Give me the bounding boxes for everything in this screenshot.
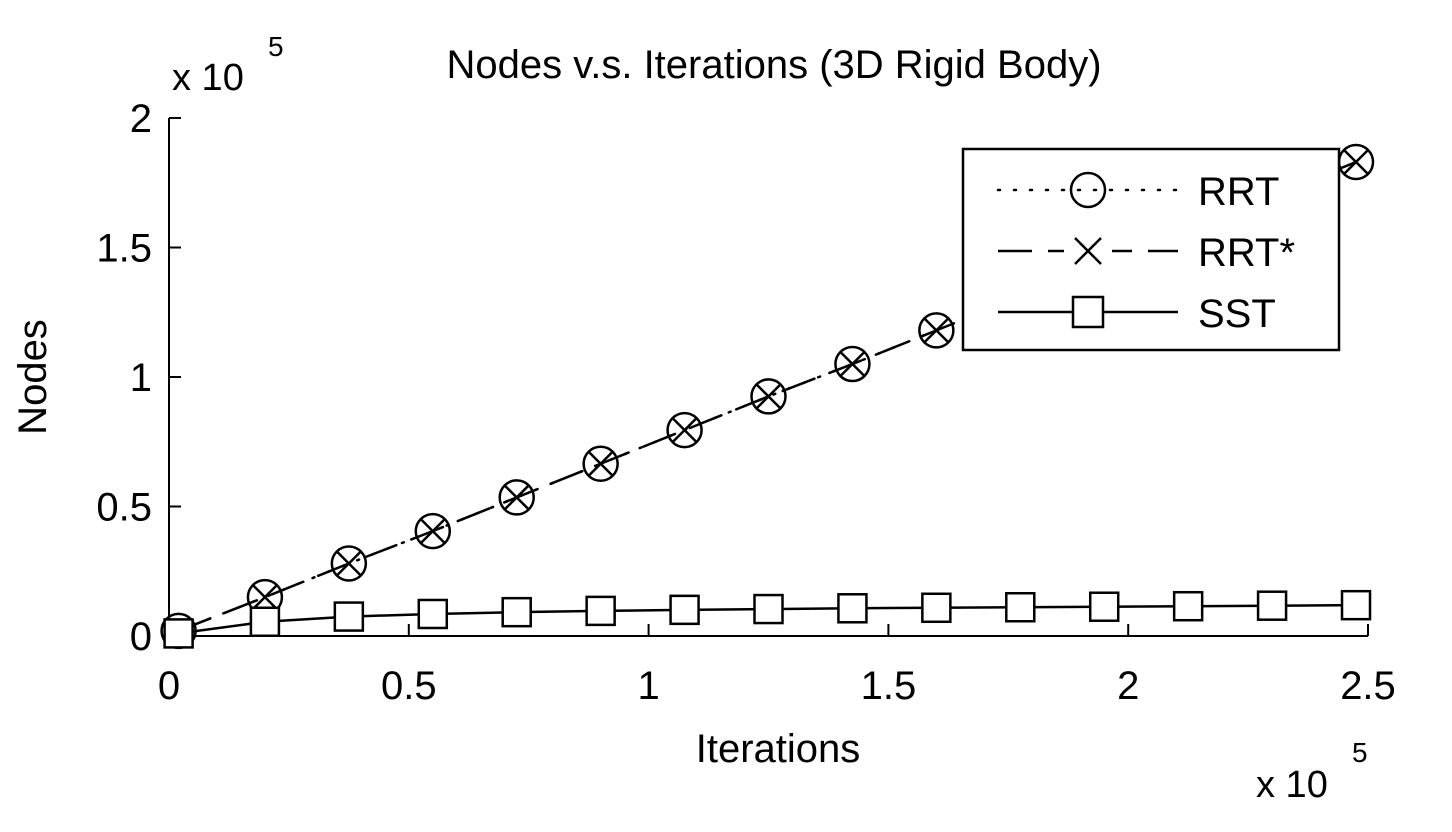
data-point [750,378,787,415]
data-point [666,411,703,449]
data-point [585,595,616,627]
series-3 [163,589,1372,649]
data-point [837,593,868,624]
x-tick-label: 0.5 [381,664,437,708]
data-point [1005,592,1036,623]
y-tick-label: 0 [130,615,152,659]
data-point [839,351,866,377]
data-point [755,383,782,410]
data-point [501,596,532,628]
y-ticks: 0 0.5 1 1.5 2 [96,97,181,659]
data-point [498,479,535,516]
data-point [918,312,955,349]
legend-square-marker [1071,295,1105,329]
y-tick-label: 0.5 [96,486,152,530]
data-point [419,518,446,544]
data-point [582,445,619,483]
data-point [252,584,278,611]
data-point [923,317,950,344]
data-point [834,345,871,383]
x-tick-label: 2 [1117,664,1139,708]
chart-title: Nodes v.s. Iterations (3D Rigid Body) [446,43,1101,87]
data-point [753,593,784,625]
data-point [587,450,614,477]
data-point [330,545,368,582]
x-tick-label: 1.5 [861,664,917,708]
x-multiplier-base: x 10 [1256,764,1328,806]
x-multiplier: x 10 5 [1256,737,1368,806]
legend-item-rrt-star: RRT* [998,231,1295,275]
legend-circle-marker [1069,171,1107,209]
y-tick-label: 1 [130,356,152,400]
x-tick-label: 1 [637,664,659,708]
legend: RRT RRT* SST [961,147,1341,352]
x-tick-label: 0 [158,664,180,708]
data-point [163,618,194,649]
data-point [417,598,449,630]
data-point [1256,590,1288,621]
x-tick-label: 2.5 [1340,664,1396,708]
data-point [1088,591,1120,622]
data-point [249,606,281,638]
data-point [1172,590,1204,622]
legend-label-rrt-star: RRT* [1198,231,1295,275]
y-axis-label: Nodes [11,319,55,435]
y-multiplier-base: x 10 [172,57,244,99]
x-multiplier-exponent: 5 [1352,737,1368,768]
legend-x-marker [1074,237,1102,265]
legend-item-rrt: RRT [996,170,1279,214]
legend-label-sst: SST [1198,292,1276,336]
y-multiplier: x 10 5 [172,31,284,99]
data-point [921,592,952,624]
data-point [1343,149,1369,175]
data-point [503,484,530,511]
data-point [1340,589,1372,621]
data-point [335,550,362,577]
data-point [671,417,698,443]
legend-label-rrt: RRT [1198,170,1279,214]
legend-box [961,147,1341,352]
data-point [333,601,365,632]
data-point [414,512,452,550]
x-axis-label: Iterations [696,727,861,771]
y-tick-label: 1.5 [96,227,152,271]
y-tick-label: 2 [130,97,152,141]
data-point [669,594,700,626]
legend-item-sst: SST [998,292,1276,336]
y-multiplier-exponent: 5 [268,31,284,62]
x-ticks: 0 0.5 1 1.5 2 2.5 [158,624,1396,708]
